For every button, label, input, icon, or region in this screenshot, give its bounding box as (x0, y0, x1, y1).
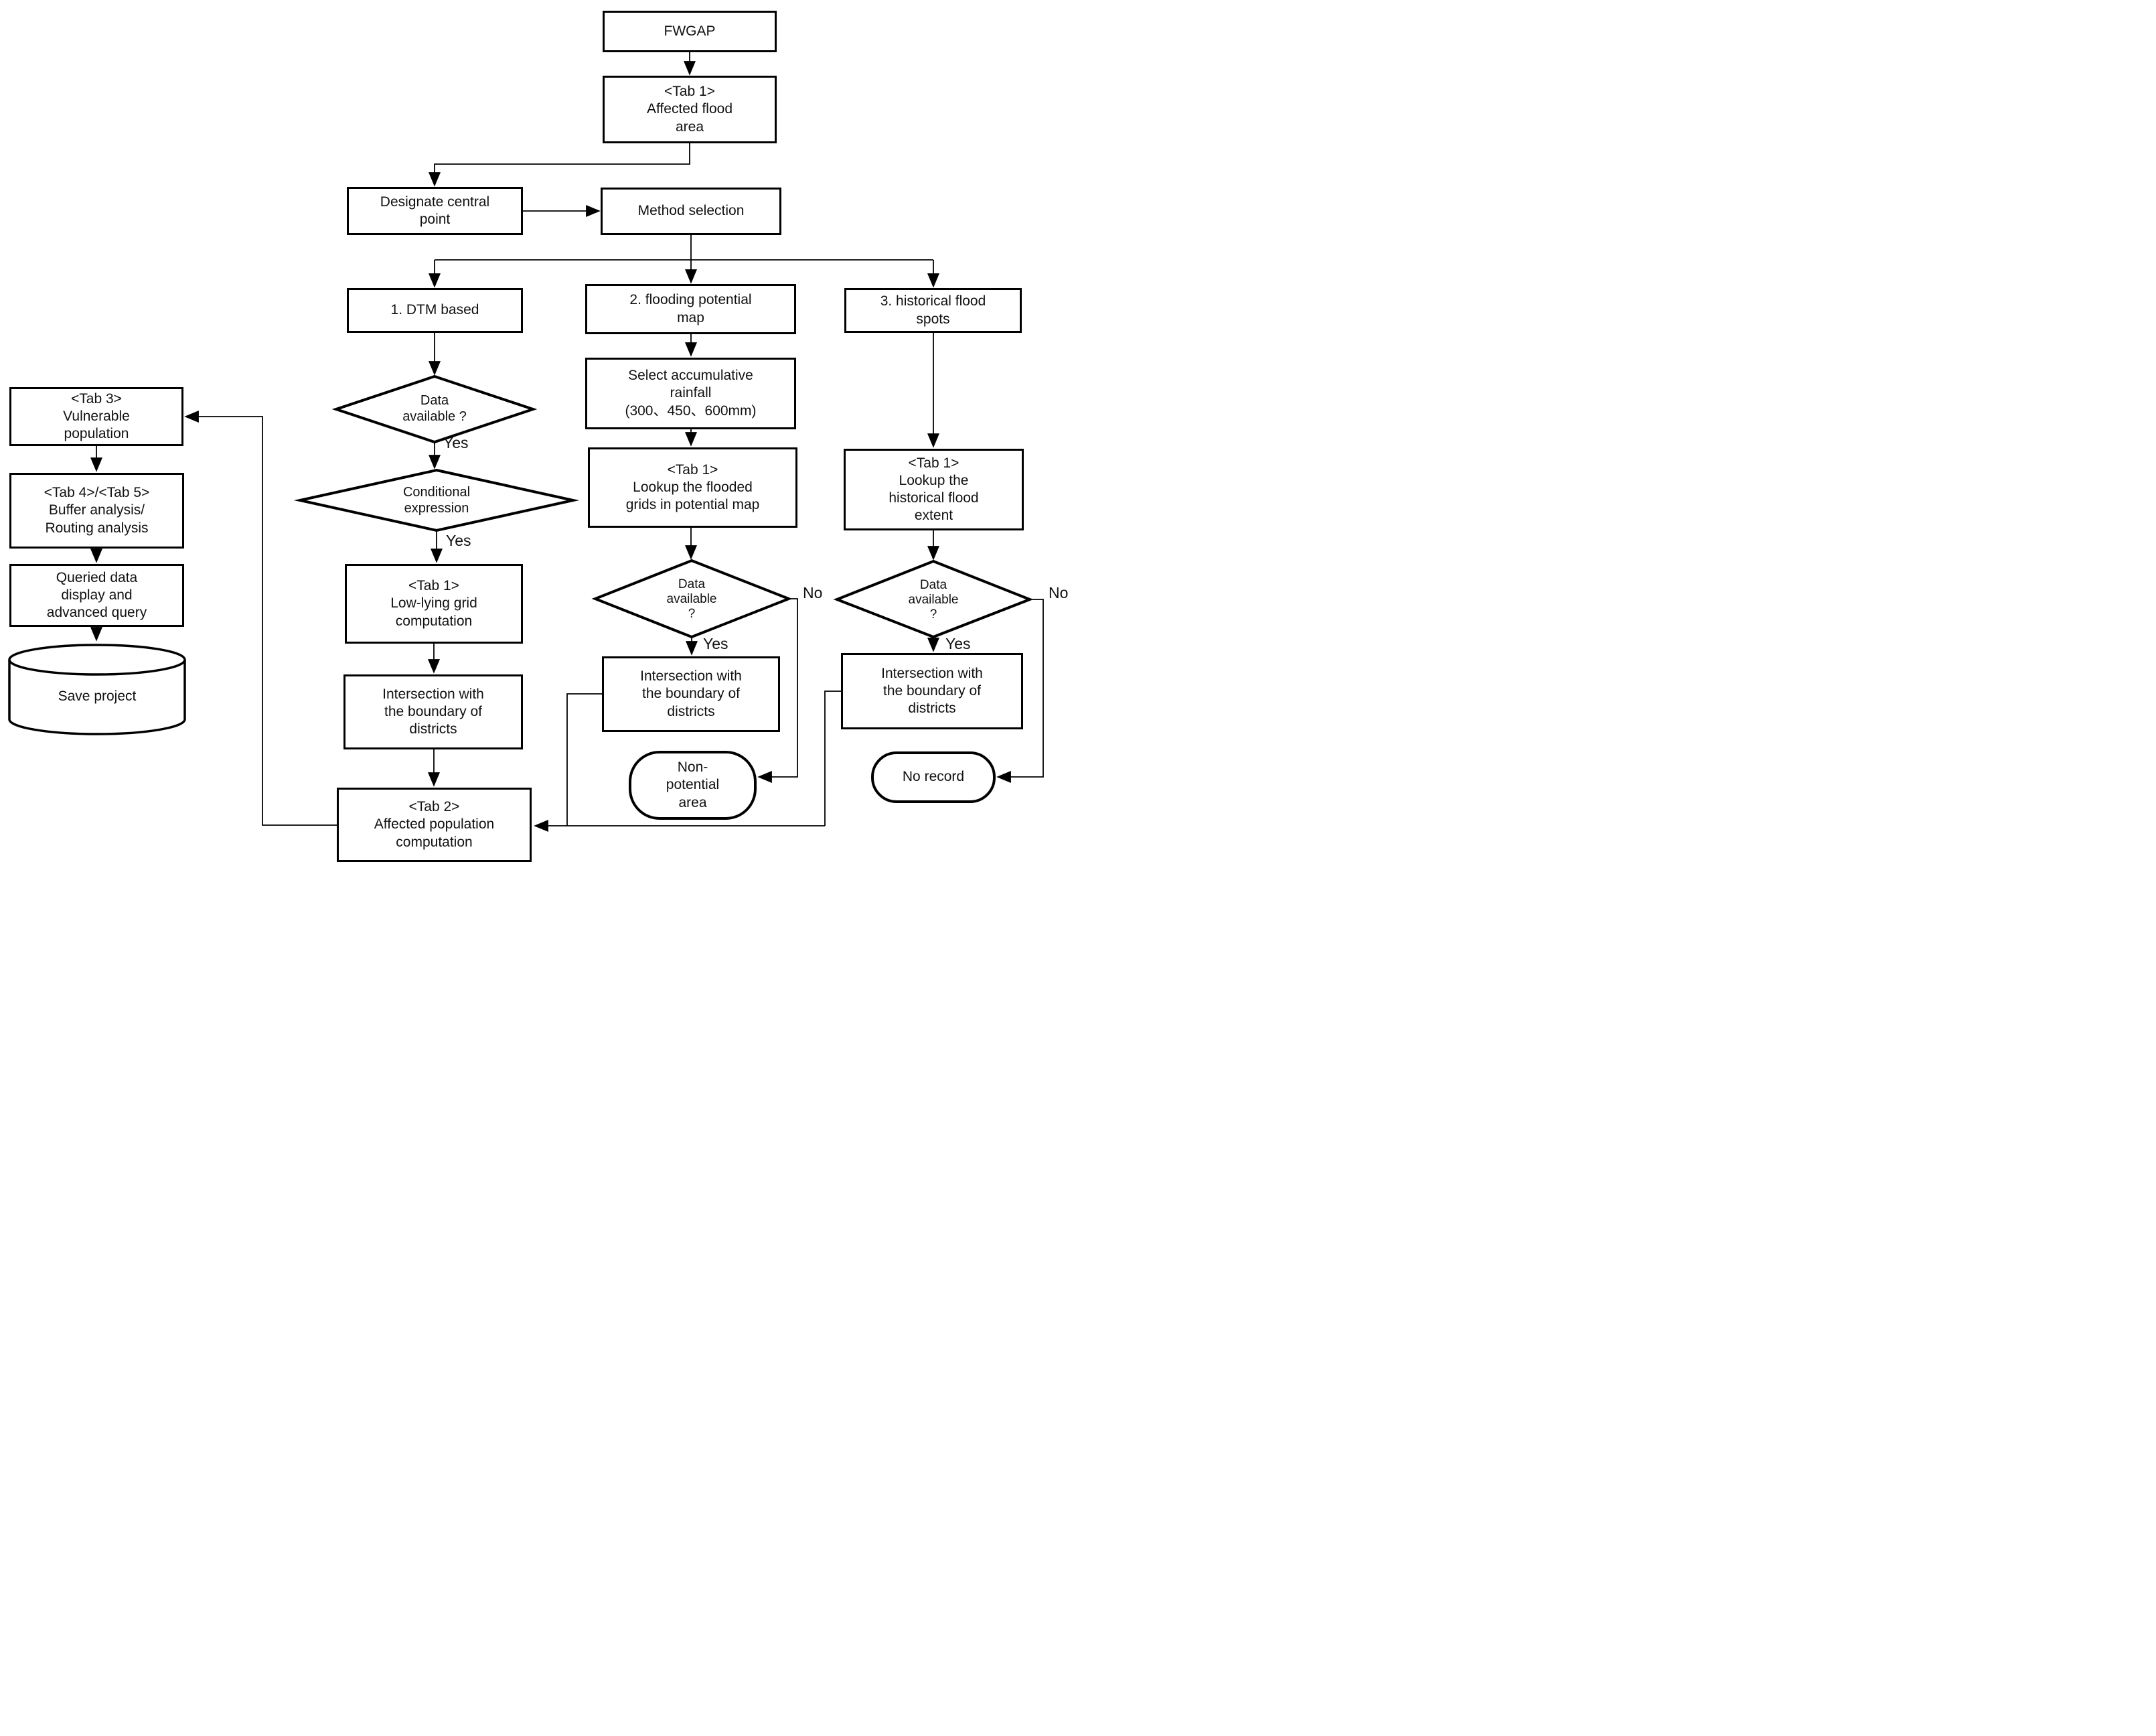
node-dtm-based: 1. DTM based (347, 288, 523, 333)
edge-no-to-norecord (996, 599, 1044, 783)
cylinder-top (8, 644, 186, 676)
edges (90, 52, 1044, 832)
diamond-label-conditional-expression: Conditional expression (402, 485, 471, 516)
node-designate-central-point: Designate central point (347, 187, 523, 235)
edge-label-yes-1: Yes (443, 434, 469, 451)
node-intersection-districts-1: Intersection with the boundary of distri… (343, 674, 523, 749)
edge-label-yes-3: Yes (703, 635, 728, 652)
node-method-selection: Method selection (601, 188, 781, 235)
flowchart-fwgap: FWGAP <Tab 1> Affected flood area Design… (0, 0, 1078, 868)
node-tab1-low-lying-grid: <Tab 1> Low-lying grid computation (345, 564, 523, 644)
node-intersection-districts-3: Intersection with the boundary of distri… (841, 653, 1023, 729)
node-tab2-affected-population: <Tab 2> Affected population computation (337, 788, 532, 862)
edge-label-no-2: No (1049, 584, 1069, 601)
edge-tab1-to-designate (429, 143, 690, 187)
edge-label-yes-2: Yes (446, 532, 471, 549)
edge-label-no-1: No (803, 584, 823, 601)
cylinder-body (8, 660, 186, 735)
node-tab3-vulnerable-population: <Tab 3> Vulnerable population (9, 387, 183, 446)
flowchart-connectors (8, 52, 1044, 832)
edge-no-to-nonpotential (757, 598, 798, 783)
decision-diamonds (293, 374, 1034, 639)
edge-intersection2-stub (566, 693, 602, 826)
node-tab1-affected-flood-area: <Tab 1> Affected flood area (603, 76, 777, 143)
edge-tab2-to-tab3 (184, 411, 337, 826)
node-fwgap: FWGAP (603, 11, 777, 52)
diamond-conditional-expression (293, 468, 580, 532)
node-tab1-lookup-flooded-grids: <Tab 1> Lookup the flooded grids in pote… (588, 447, 797, 528)
save-project-cylinder (8, 644, 186, 735)
node-non-potential-area: Non- potential area (629, 751, 757, 820)
node-queried-data-display: Queried data display and advanced query (9, 564, 184, 627)
diamond-data-available-2 (591, 559, 793, 639)
diamond-label-data-available-3: Data available ? (908, 578, 959, 622)
node-no-record: No record (871, 751, 996, 803)
node-select-accumulative-rainfall: Select accumulative rainfall (300、450、60… (585, 358, 796, 429)
diamond-data-available-1 (331, 374, 538, 444)
node-tab4-tab5-buffer-routing: <Tab 4>/<Tab 5> Buffer analysis/ Routing… (9, 473, 184, 549)
node-historical-flood-spots: 3. historical flood spots (844, 288, 1022, 333)
node-tab1-lookup-historical-flood: <Tab 1> Lookup the historical flood exte… (844, 449, 1024, 530)
diamond-label-data-available-1: Data available ? (402, 393, 467, 424)
node-flooding-potential-map: 2. flooding potential map (585, 284, 796, 334)
node-intersection-districts-2: Intersection with the boundary of distri… (602, 656, 780, 732)
edge-label-yes-4: Yes (945, 635, 971, 652)
diamond-label-data-available-2: Data available ? (666, 577, 717, 621)
edge-intersection3-stub (824, 691, 841, 826)
cylinder-label-save-project: Save project (58, 688, 137, 704)
diamond-data-available-3 (833, 559, 1034, 639)
